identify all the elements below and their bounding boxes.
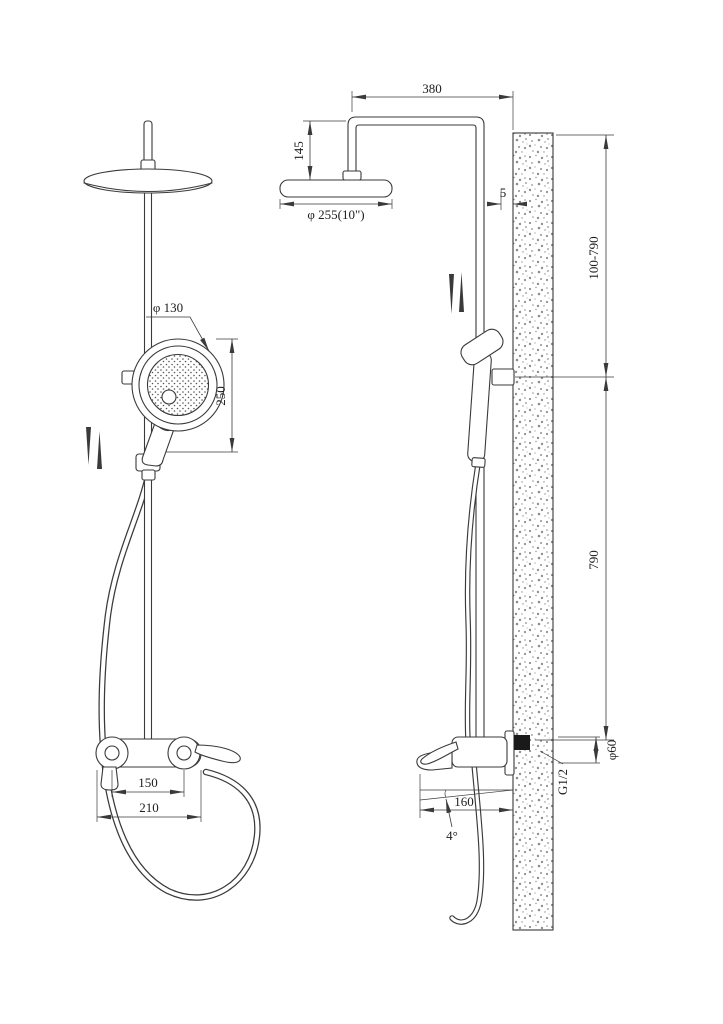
dim-dia60-label: φ60 xyxy=(604,740,619,761)
hand-shower-front xyxy=(121,338,225,467)
dim-790-label: 790 xyxy=(586,550,601,570)
mixer-lever xyxy=(194,744,241,764)
supply-connection xyxy=(514,735,530,750)
dim-380: 380 xyxy=(351,81,514,130)
front-view: φ 130 250 150 210 xyxy=(83,120,261,901)
dim-inlet-spacing-label: 150 xyxy=(138,775,158,790)
hand-shower-handle xyxy=(141,421,176,467)
dim-hand-length: 250 xyxy=(166,338,238,453)
dim-head-dia-label: φ 255(10") xyxy=(307,207,364,222)
hand-shower-handle-side xyxy=(467,351,492,463)
wall-section xyxy=(512,132,554,931)
dim-hand-length-label: 250 xyxy=(213,386,228,406)
dim-dia-60: φ60 xyxy=(558,736,619,764)
down-arrow-icon xyxy=(449,274,454,314)
wall-bracket xyxy=(491,368,515,386)
side-view: 380 145 φ 255(10") 5 100- xyxy=(279,81,619,931)
dim-angle-label: 4° xyxy=(446,828,458,843)
thread-label: G1/2 xyxy=(555,769,570,795)
hand-shower-head-side xyxy=(460,328,504,366)
up-arrow-icon xyxy=(97,431,102,469)
lower-hose-side xyxy=(449,761,485,925)
label-thread: G1/2 xyxy=(539,750,570,795)
mixer-front xyxy=(95,736,241,791)
dim-gap-5-label: 5 xyxy=(500,185,507,200)
dim-mixer-width-label: 210 xyxy=(139,800,159,815)
hand-shower-hose xyxy=(98,468,261,901)
top-finial xyxy=(140,120,156,173)
mixer-body-side xyxy=(451,736,508,768)
mixer-outlet xyxy=(100,766,119,791)
lever-side xyxy=(420,741,459,765)
hand-shower-hose-side xyxy=(464,461,481,743)
dim-160-label: 160 xyxy=(454,794,474,809)
dim-chain-right: 100-790 790 xyxy=(515,134,614,741)
pipes-side xyxy=(347,116,485,741)
rain-shower-head-front xyxy=(83,168,213,194)
spray-face xyxy=(146,353,210,417)
dim-inlet-spacing: 150 xyxy=(111,770,185,797)
dim-145: 145 xyxy=(291,120,346,180)
hand-shower-side xyxy=(460,328,515,468)
dim-160: 160 xyxy=(419,774,513,818)
down-arrow-icon xyxy=(86,427,91,465)
up-arrow-icon xyxy=(459,272,464,312)
dim-mixer-width: 210 xyxy=(96,770,202,822)
dim-hand-dia-label: φ 130 xyxy=(153,300,183,315)
dim-145-label: 145 xyxy=(291,141,306,161)
mixer-side xyxy=(416,730,530,776)
dim-gap-5: 5 xyxy=(487,185,527,210)
dim-380-label: 380 xyxy=(422,81,442,96)
dim-hand-dia: φ 130 xyxy=(146,300,210,352)
dim-head-dia: φ 255(10") xyxy=(279,199,393,222)
rain-shower-head-side xyxy=(279,170,393,198)
slide-arrows-side xyxy=(449,272,464,314)
dim-angle-4: 4° xyxy=(419,789,514,843)
slide-arrows-front xyxy=(86,427,102,469)
dim-range-label: 100-790 xyxy=(586,236,601,279)
